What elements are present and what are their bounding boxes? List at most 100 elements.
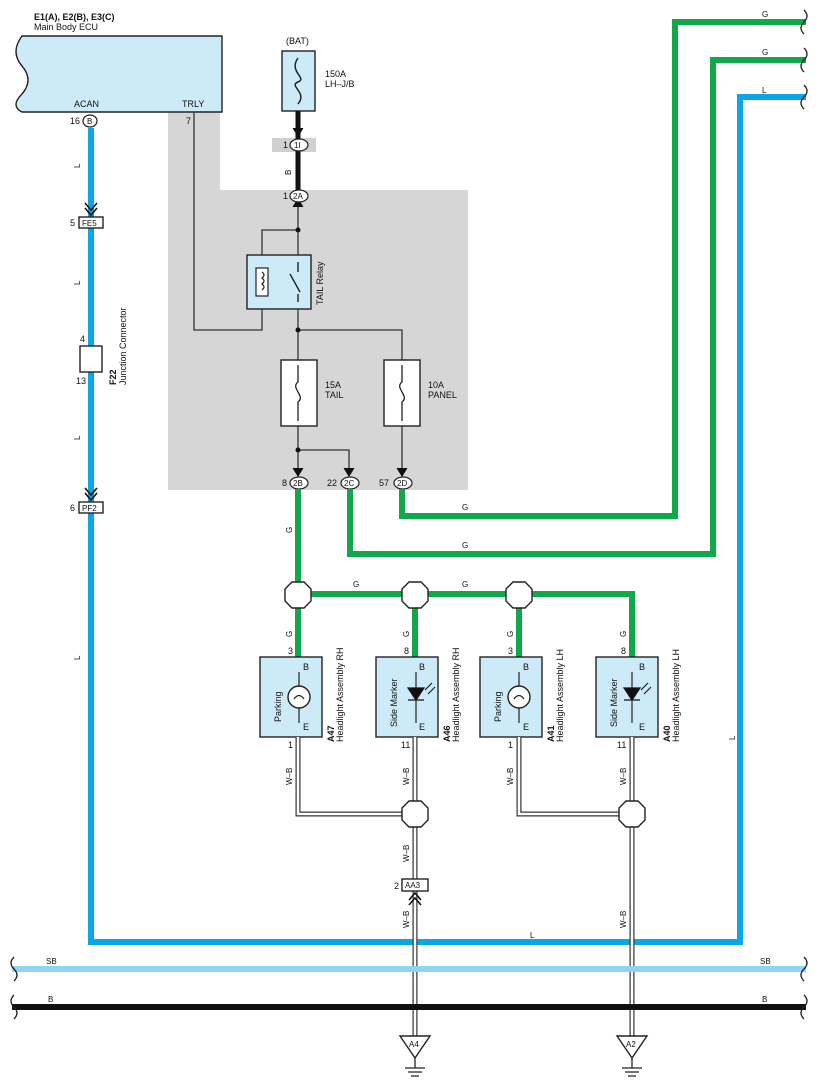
b-label-left: B — [48, 995, 53, 1004]
c1i-pin: 1 — [283, 140, 288, 150]
ecu-acan-conn: B — [87, 117, 92, 126]
a41-e: E — [523, 722, 529, 732]
sb-label-right: SB — [760, 957, 771, 966]
wb-label-6: W–B — [402, 911, 411, 928]
f22-pin-top: 4 — [80, 334, 85, 344]
a47-pin-b: 3 — [288, 646, 293, 656]
a47-pin-e: 1 — [288, 740, 293, 750]
wire-l-label-3: L — [73, 435, 82, 440]
fuse-tail-rating: 15A — [325, 380, 341, 390]
wire-g-label-9: G — [402, 631, 411, 637]
a46-function: Side Marker — [389, 678, 399, 727]
wire-l-label-1: L — [73, 163, 82, 168]
ecu-box — [15, 35, 223, 113]
wb-label-5: W–B — [402, 845, 411, 862]
splice-g-2 — [401, 581, 429, 609]
c2a-pin: 1 — [283, 191, 288, 201]
fuse-tail-name: TAIL — [325, 390, 343, 400]
f22-id: F22 — [108, 369, 118, 385]
wire-g-label-2: G — [462, 541, 468, 550]
wire-g-label-6: G — [353, 580, 359, 589]
pf2-connector — [78, 501, 104, 514]
wire-g-label-1: G — [462, 503, 468, 512]
ecu-acan-pin — [82, 114, 98, 128]
a41-bulb-icon — [507, 685, 531, 709]
relay-node-1 — [295, 227, 301, 233]
b-label-right: B — [762, 995, 767, 1004]
c1i-id: 1I — [294, 141, 301, 150]
fuse-150a-rating: 150A — [325, 69, 346, 79]
ground-a2-icon — [622, 1058, 642, 1077]
relay-coil — [255, 267, 269, 297]
wire-g-label-7: G — [462, 580, 468, 589]
ground-a4: A4 — [398, 1035, 432, 1077]
a46-b: B — [419, 662, 425, 672]
a40-pin-b: 8 — [621, 646, 626, 656]
fuse-panel-name: PANEL — [428, 390, 457, 400]
component-a46: 8 B E Side Marker 11 A46 Headlight Assem… — [375, 646, 461, 750]
ground-a2: A2 — [615, 1035, 649, 1077]
wire-l-label-7: L — [762, 86, 767, 95]
aa3-id: AA3 — [405, 881, 421, 890]
component-a47: 3 B E Parking 1 A47 Headlight Assembly R… — [259, 646, 345, 750]
fuse-tail-symbol — [295, 365, 301, 421]
ground-a2-id: A2 — [626, 1040, 636, 1049]
ecu-title: E1(A), E2(B), E3(C) — [34, 12, 115, 22]
fuse-150a-location: LH–J/B — [325, 79, 355, 89]
a46-pin-b: 8 — [404, 646, 409, 656]
c2d-id: 2D — [397, 479, 407, 488]
c2b-id: 2B — [293, 479, 303, 488]
splice-wb-2 — [618, 800, 646, 828]
a41-function: Parking — [493, 691, 503, 722]
wire-b-label: B — [284, 170, 293, 175]
a40-pin-e: 11 — [617, 740, 626, 750]
a40-led-rays — [640, 682, 652, 695]
a47-id: A47 — [326, 725, 336, 742]
a41-pin-b: 3 — [508, 646, 513, 656]
ecu-name: Main Body ECU — [34, 22, 98, 32]
wire-g-label-3: G — [762, 10, 768, 19]
a47-function: Parking — [273, 691, 283, 722]
c2b-arrow — [292, 467, 304, 477]
wb-label-3: W–B — [506, 768, 515, 785]
wb-label-1: W–B — [285, 768, 294, 785]
tail-relay — [246, 254, 312, 310]
a41-b: B — [523, 662, 529, 672]
splice-g-3 — [505, 581, 533, 609]
splice-g-1 — [284, 581, 312, 609]
ecu-pin-acan: ACAN — [74, 99, 99, 109]
a46-name: Headlight Assembly RH — [451, 647, 461, 742]
c1i-connector — [289, 138, 309, 152]
a47-filament — [293, 694, 305, 700]
aa3-arrow — [408, 891, 422, 906]
wire-g-tail — [295, 489, 635, 660]
a47-name: Headlight Assembly RH — [335, 647, 345, 742]
sb-label-left: SB — [46, 957, 57, 966]
c2c-pin: 22 — [327, 478, 337, 488]
a46-e: E — [419, 722, 425, 732]
wire-g-label-11: G — [619, 631, 628, 637]
ecu-pin-trly: TRLY — [182, 99, 204, 109]
fuse-panel-symbol — [399, 365, 405, 421]
wire-g-label-4: G — [762, 48, 768, 57]
bus-ends-left — [10, 956, 18, 1020]
a40-function: Side Marker — [609, 678, 619, 727]
a47-e: E — [303, 722, 309, 732]
a40-id: A40 — [662, 725, 672, 742]
a40-box — [595, 656, 659, 738]
relay-switch — [289, 262, 301, 302]
f22-connector — [79, 345, 103, 373]
wire-l-label-6: L — [728, 735, 737, 740]
relay-node-2 — [295, 327, 301, 333]
pf2-arrow — [84, 487, 98, 502]
c2d-pin: 57 — [379, 478, 389, 488]
a46-box — [375, 656, 439, 738]
ecu-pin-acan-num: 16 — [70, 116, 80, 126]
fuse-150a-symbol — [294, 57, 302, 105]
wire-l-label-2: L — [73, 280, 82, 285]
c2a-id: 2A — [293, 192, 303, 201]
a41-name: Headlight Assembly LH — [555, 649, 565, 742]
component-a41: 3 B E Parking 1 A41 Headlight Assembly L… — [479, 646, 565, 750]
a40-name: Headlight Assembly LH — [671, 649, 681, 742]
